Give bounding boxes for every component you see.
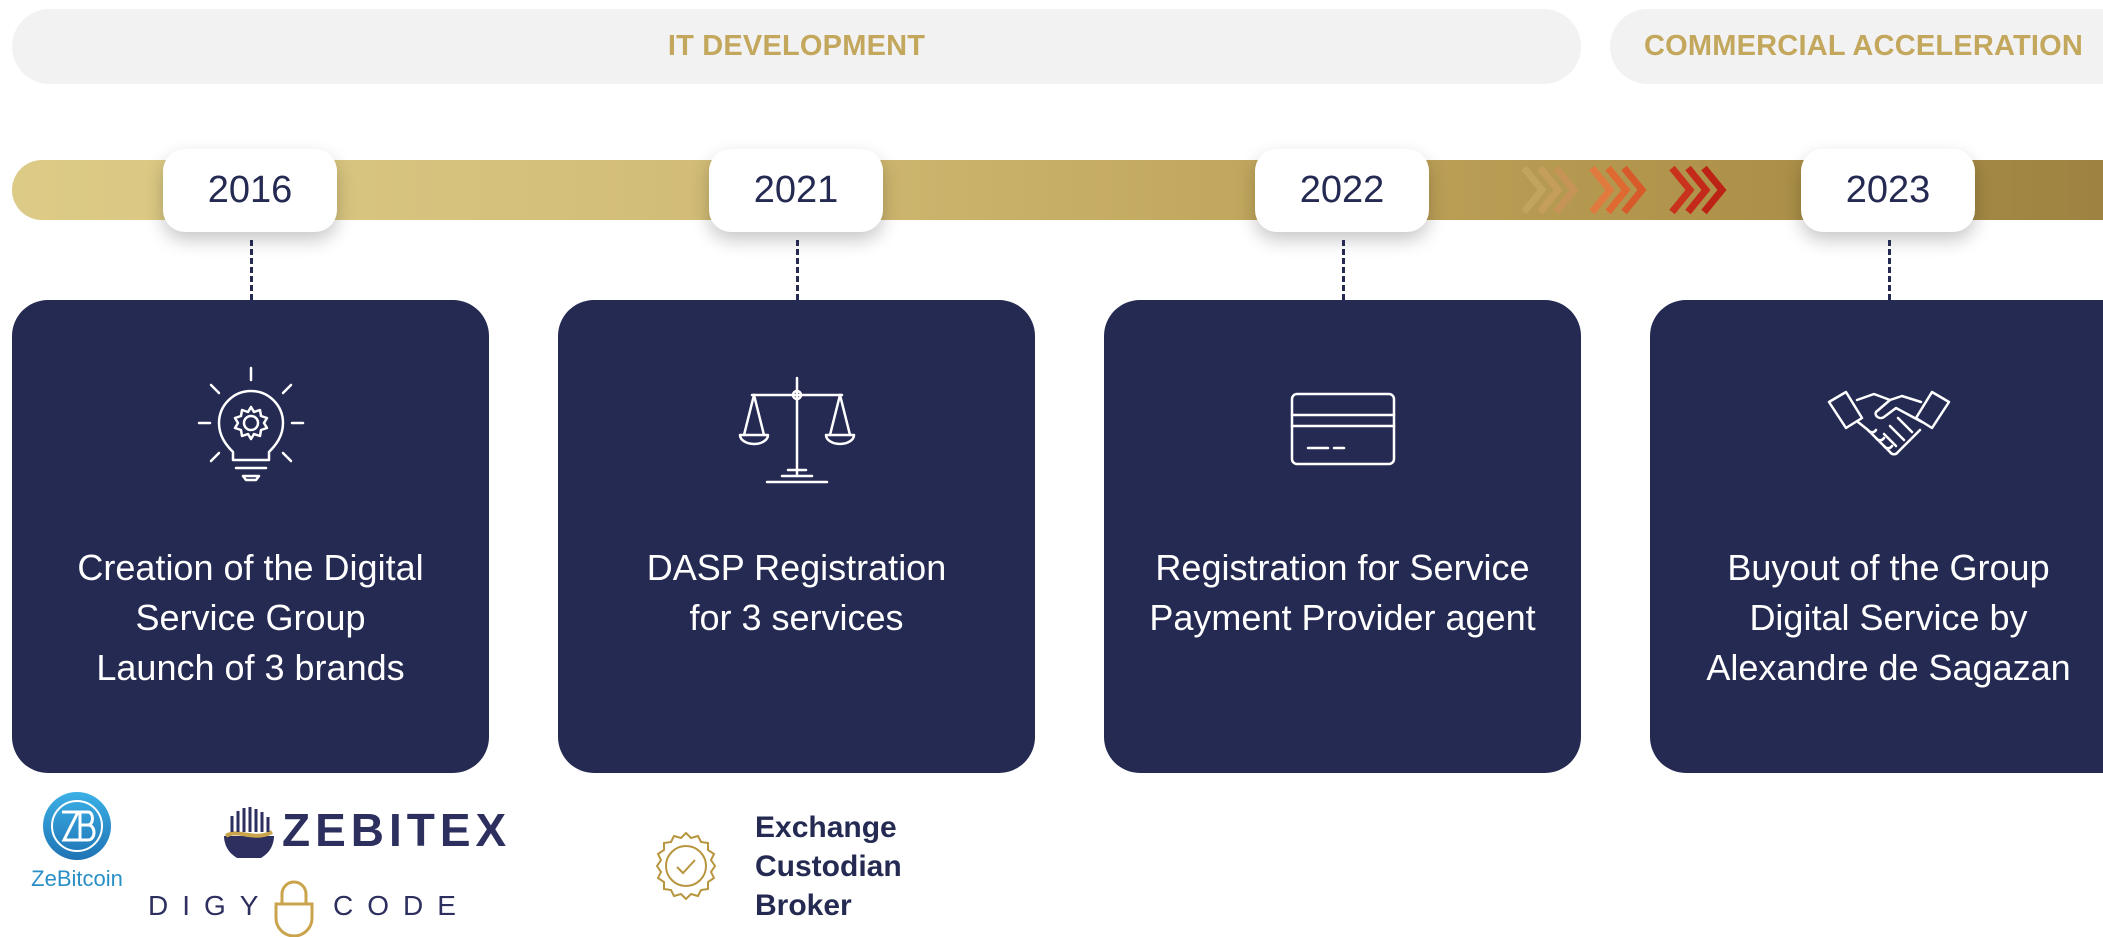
phase-commercial-acceleration-label: COMMERCIAL ACCELERATION [1644, 30, 2084, 62]
description-line: Buyout of the Group [1727, 547, 2050, 588]
description-line: Service Group [135, 597, 366, 638]
year-label: 2022 [1299, 169, 1385, 211]
service-item: Broker [755, 889, 852, 922]
connector-line [1342, 240, 1345, 300]
milestone-description: Creation of the Digital Service Group La… [22, 543, 479, 693]
milestone-card-2021: DASP Registration for 3 services [558, 300, 1035, 773]
credit-card-icon [1290, 392, 1395, 466]
milestone-card-2016: Creation of the Digital Service Group La… [12, 300, 489, 773]
description-line: Alexandre de Sagazan [1706, 647, 2071, 688]
chevron-arrows-icon [1521, 165, 1727, 215]
year-badge-2021: 2021 [709, 149, 883, 232]
phase-it-development: IT DEVELOPMENT [12, 9, 1581, 84]
description-line: Digital Service by [1749, 597, 2028, 638]
description-line: for 3 services [689, 597, 904, 638]
connector-line [1888, 240, 1891, 300]
digycode-logo: DIGY CODE [148, 880, 458, 937]
year-label: 2016 [207, 169, 293, 211]
digycode-wordmark-right: CODE [333, 890, 470, 921]
certified-badge [650, 830, 722, 906]
phase-commercial-acceleration: COMMERCIAL ACCELERATION [1610, 9, 2103, 84]
zebitcoin-logo: ZeBitcoin [18, 790, 136, 895]
phase-it-development-label: IT DEVELOPMENT [667, 30, 926, 62]
handshake-icon [1827, 390, 1950, 456]
milestone-description: DASP Registration for 3 services [568, 543, 1025, 643]
year-label: 2023 [1845, 169, 1931, 211]
connector-line [250, 240, 253, 300]
timeline-bar [12, 160, 2103, 220]
service-item: Custodian [755, 850, 902, 883]
zebitcoin-wordmark: ZeBitcoin [31, 866, 123, 891]
milestone-card-2023: Buyout of the Group Digital Service by A… [1650, 300, 2103, 773]
zebitex-wordmark: ZEBITEX [282, 804, 512, 856]
description-line: Launch of 3 brands [96, 647, 405, 688]
year-badge-2022: 2022 [1255, 149, 1429, 232]
milestone-description: Buyout of the Group Digital Service by A… [1660, 543, 2103, 693]
description-line: Creation of the Digital [77, 547, 424, 588]
lightbulb-gear-icon [197, 366, 304, 482]
digycode-wordmark-left: DIGY [148, 890, 273, 921]
service-item: Exchange [755, 811, 897, 844]
milestone-description: Registration for Service Payment Provide… [1114, 543, 1571, 643]
zebitex-logo: ZEBITEX [220, 800, 506, 860]
description-line: DASP Registration [646, 547, 947, 588]
year-badge-2023: 2023 [1801, 149, 1975, 232]
connector-line [796, 240, 799, 300]
zebitex-emblem-icon [224, 807, 274, 858]
milestone-card-2022: Registration for Service Payment Provide… [1104, 300, 1581, 773]
year-badge-2016: 2016 [163, 149, 337, 232]
zebitcoin-emblem-icon [43, 792, 111, 860]
certified-badge-icon [655, 831, 717, 901]
year-label: 2021 [753, 169, 839, 211]
description-line: Payment Provider agent [1149, 597, 1536, 638]
services-list: Exchange Custodian Broker [755, 808, 902, 925]
scales-icon [738, 376, 855, 484]
padlock-icon [274, 880, 314, 937]
description-line: Registration for Service [1155, 547, 1530, 588]
